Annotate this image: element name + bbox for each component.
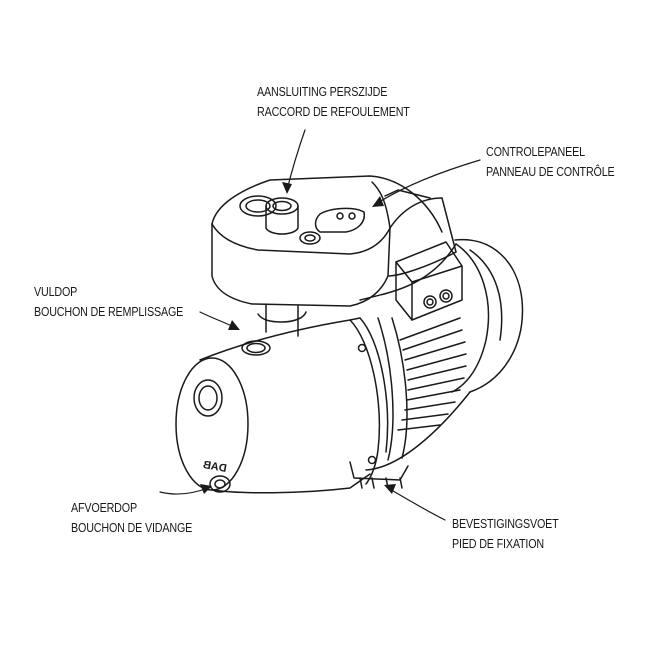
motor-body bbox=[359, 241, 471, 471]
mounting-foot-callout: BEVESTIGINGSVOET PIED DE FIXATION bbox=[452, 514, 559, 554]
fill-plug-label-nl: VULDOP bbox=[34, 285, 78, 299]
brand-mark: DAB bbox=[202, 459, 228, 475]
support-column bbox=[257, 303, 307, 337]
drain-plug-callout: AFVOERDOP BOUCHON DE VIDANGE bbox=[71, 498, 192, 538]
control-panel-callout: CONTROLEPANEEL PANNEAU DE CONTRÔLE bbox=[486, 142, 615, 182]
discharge-callout: AANSLUITING PERSZIJDE RACCORD DE REFOULE… bbox=[257, 82, 410, 122]
discharge-label-fr: RACCORD DE REFOULEMENT bbox=[257, 105, 410, 119]
mounting-foot-label-fr: PIED DE FIXATION bbox=[452, 537, 545, 551]
control-panel-label-fr: PANNEAU DE CONTRÔLE bbox=[486, 165, 615, 179]
motor-end-cover bbox=[451, 238, 524, 393]
drain-plug-label-nl: AFVOERDOP bbox=[71, 501, 137, 515]
fill-plug-label-fr: BOUCHON DE REMPLISSAGE bbox=[34, 305, 184, 319]
drain-plug-label-fr: BOUCHON DE VIDANGE bbox=[71, 521, 193, 535]
fill-plug-callout: VULDOP BOUCHON DE REMPLISSAGE bbox=[34, 282, 183, 322]
mounting-foot-label-nl: BEVESTIGINGSVOET bbox=[452, 517, 559, 531]
discharge-outlet bbox=[265, 197, 299, 235]
control-panel-housing bbox=[211, 175, 457, 307]
control-panel-label-nl: CONTROLEPANEEL bbox=[486, 145, 585, 159]
mounting-foot bbox=[349, 461, 409, 489]
discharge-label-nl: AANSLUITING PERSZIJDE bbox=[257, 85, 388, 99]
callout-arrowheads bbox=[200, 182, 396, 494]
pump-body bbox=[175, 317, 389, 494]
